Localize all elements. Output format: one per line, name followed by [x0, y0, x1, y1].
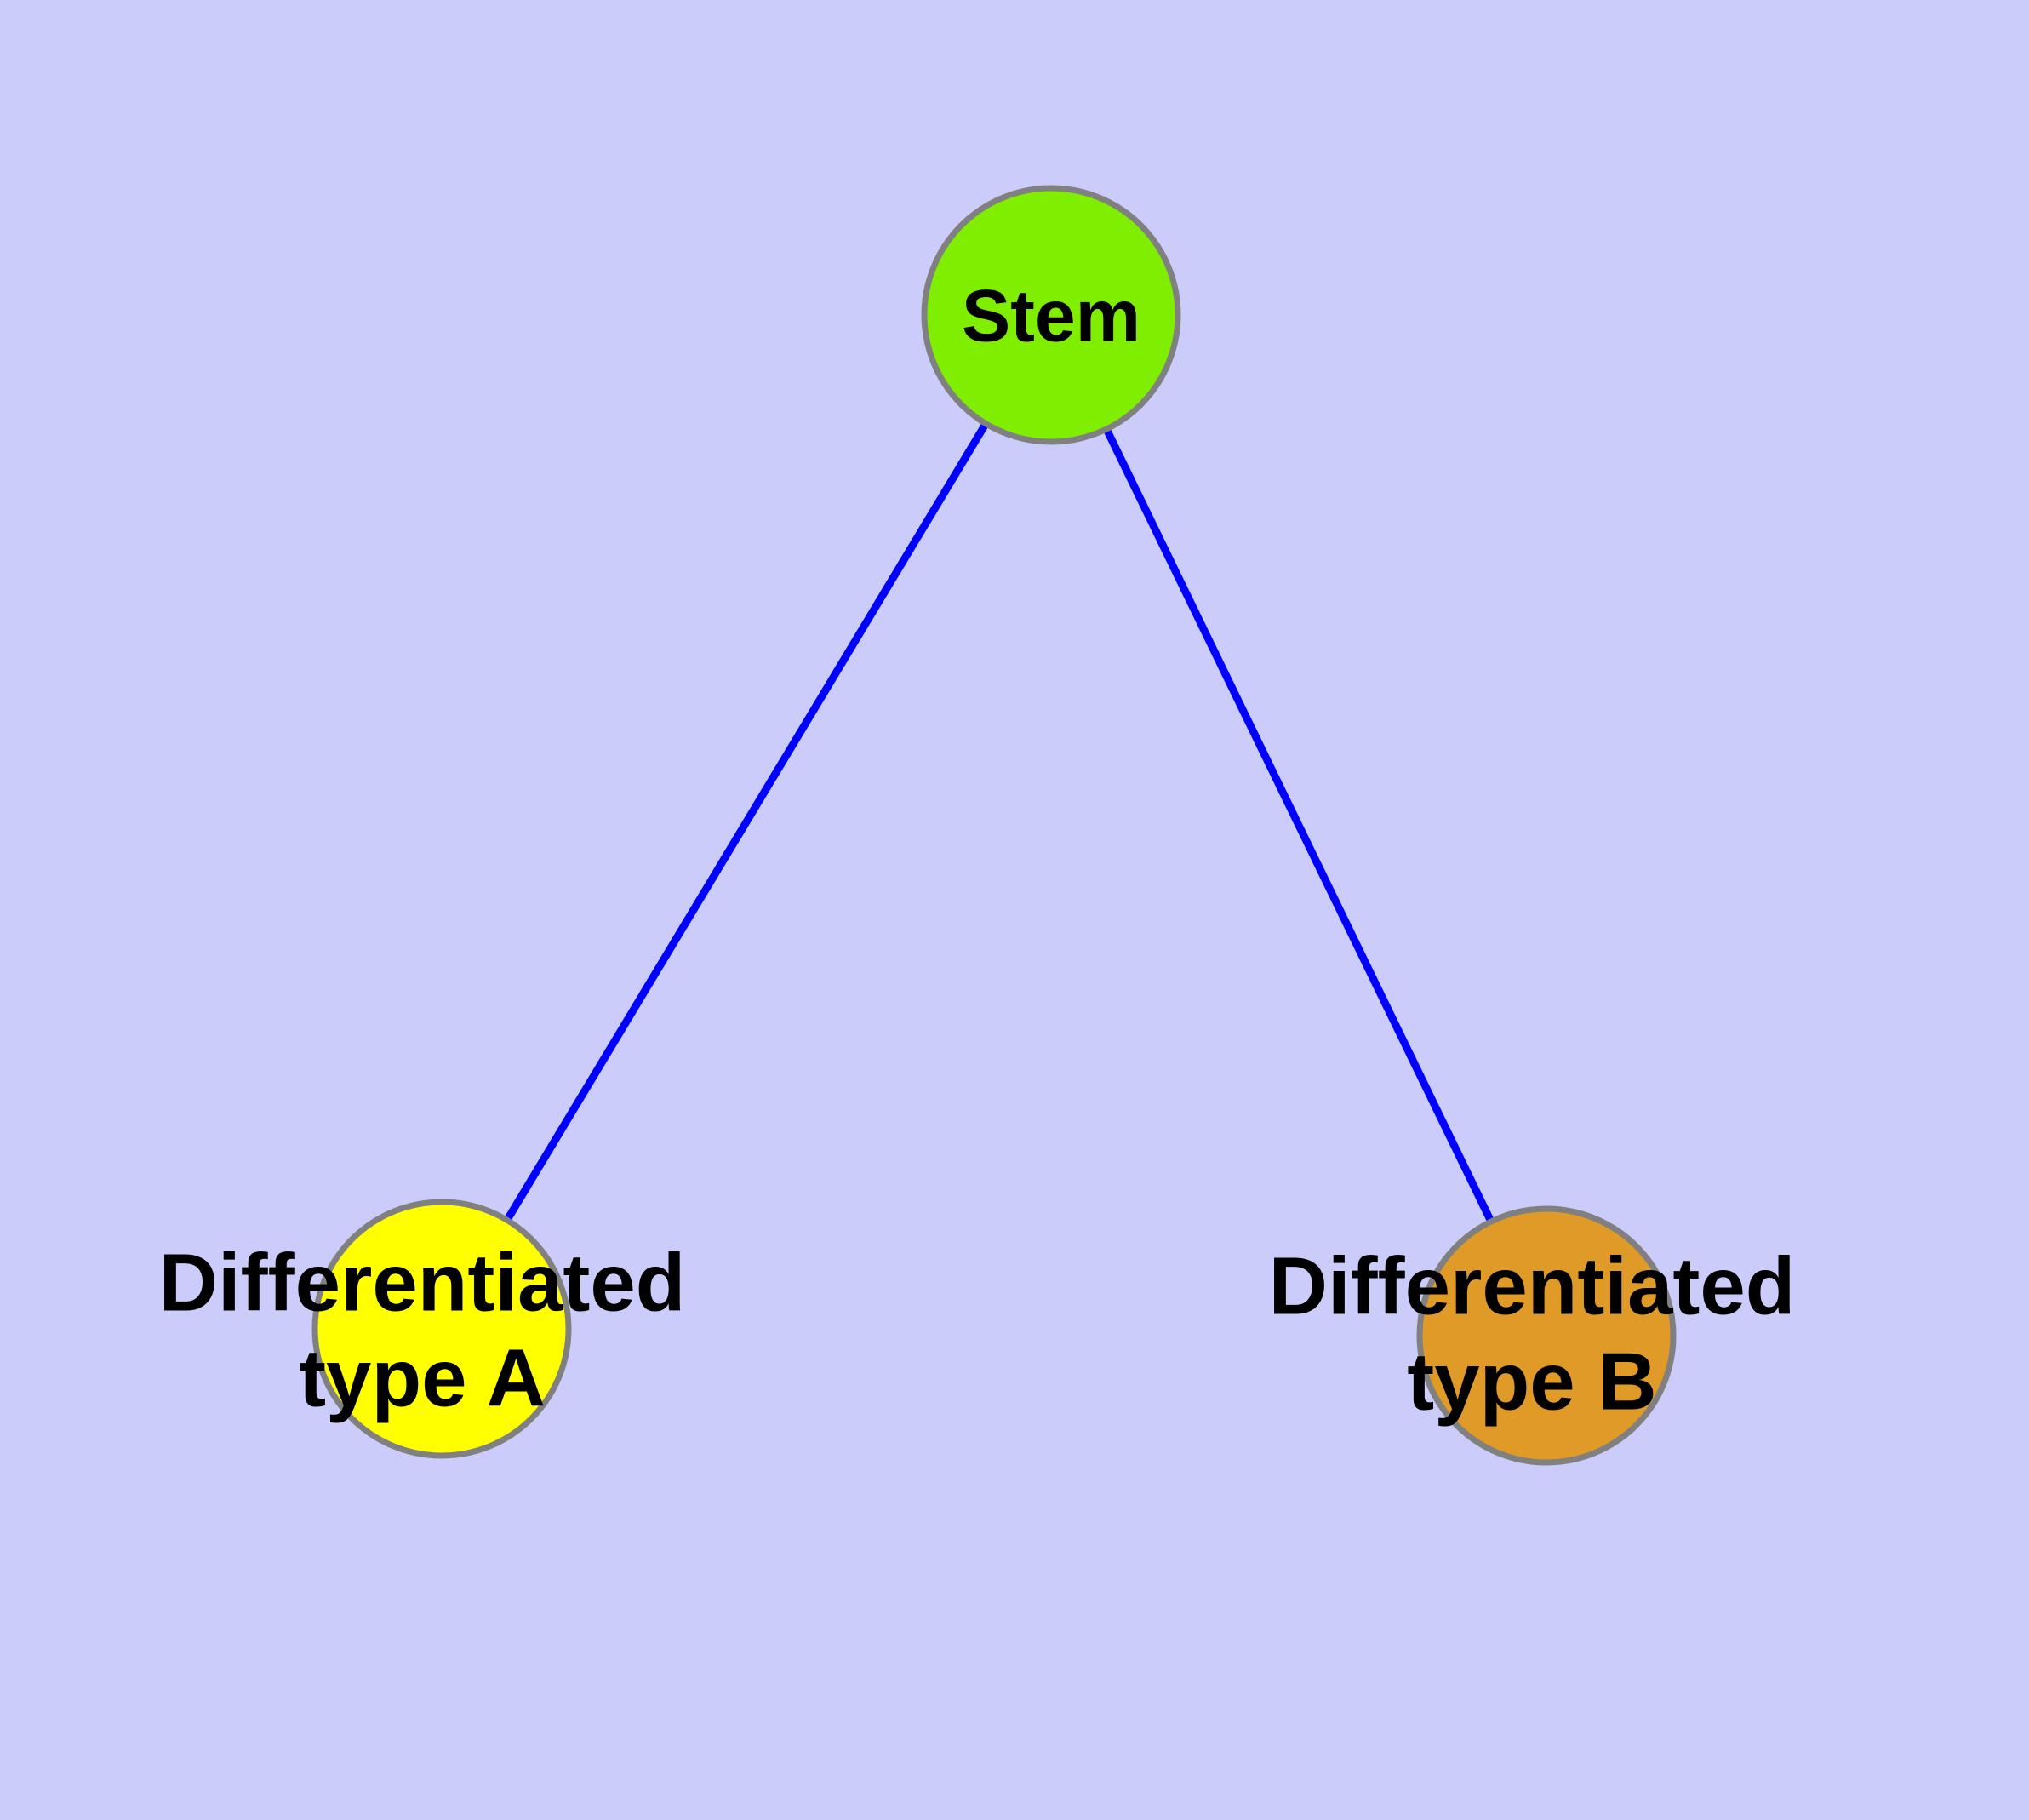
node-differentiated-type-b-label-line2: type B: [1407, 1336, 1656, 1427]
node-differentiated-type-a[interactable]: Differentiated type A: [159, 1199, 686, 1459]
node-differentiated-type-a-label-line1: Differentiated: [159, 1237, 686, 1328]
node-layer: Stem Differentiated type A Differentiate…: [159, 185, 1796, 1466]
edge-stem-to-differentiated-type-b[interactable]: [1047, 313, 1551, 1337]
node-differentiated-type-a-label-line2: type A: [299, 1332, 546, 1423]
node-stem-label: Stem: [962, 276, 1140, 358]
node-stem[interactable]: Stem: [921, 185, 1181, 445]
node-differentiated-type-b[interactable]: Differentiated type B: [1269, 1205, 1796, 1466]
node-differentiated-type-a-circle[interactable]: [311, 1199, 572, 1459]
edge-layer: [438, 312, 1551, 1337]
node-differentiated-type-b-label-line1: Differentiated: [1269, 1240, 1796, 1331]
edge-stem-to-differentiated-type-a[interactable]: [438, 312, 1055, 1331]
node-differentiated-type-b-circle[interactable]: [1416, 1205, 1677, 1466]
node-stem-circle[interactable]: [921, 185, 1181, 445]
